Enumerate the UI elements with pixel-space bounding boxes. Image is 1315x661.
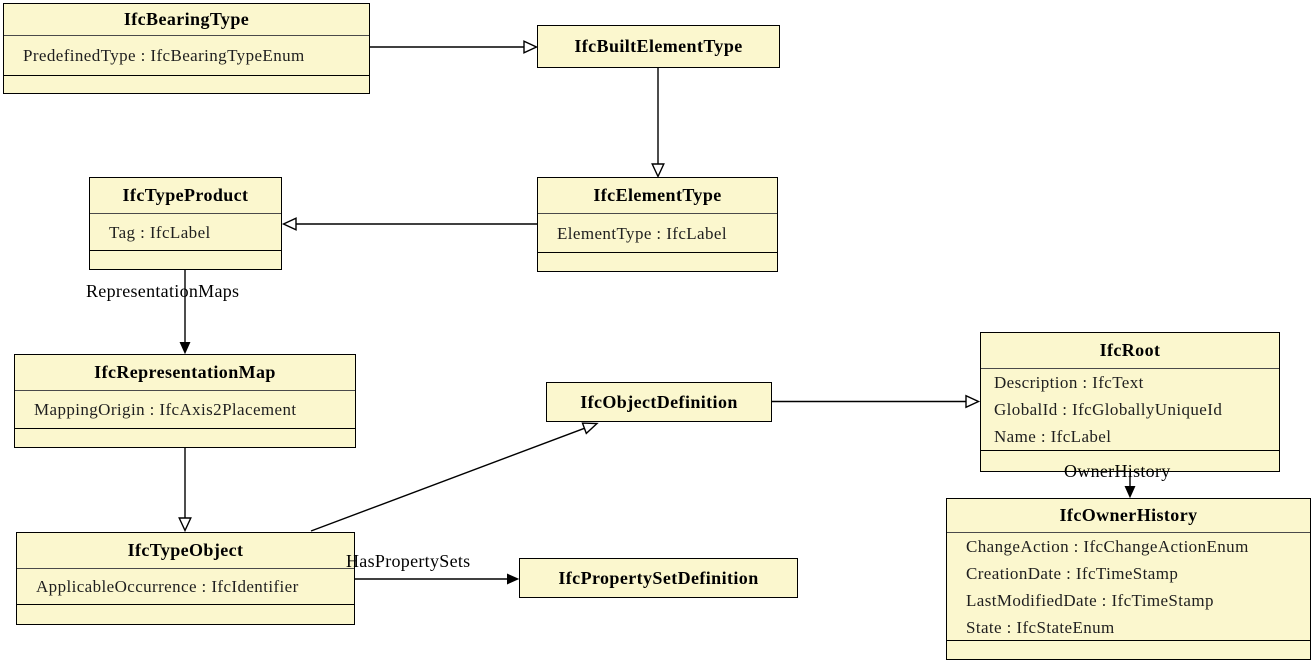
class-box-ifcpropertysetdefinition[interactable]: IfcPropertySetDefinition: [519, 558, 798, 598]
attribute: Name : IfcLabel: [994, 427, 1112, 446]
class-title: IfcPropertySetDefinition: [558, 567, 759, 588]
class-title: IfcRoot: [981, 333, 1279, 369]
class-attributes: ApplicableOccurrence : IfcIdentifier: [17, 569, 354, 605]
attribute: Description : IfcText: [994, 373, 1144, 392]
class-attributes: ElementType : IfcLabel: [538, 214, 777, 253]
attribute: MappingOrigin : IfcAxis2Placement: [34, 400, 297, 419]
filled-arrowhead-icon: [507, 573, 520, 585]
class-box-ifcroot[interactable]: IfcRoot Description : IfcText GlobalId :…: [980, 332, 1280, 472]
attribute: Tag : IfcLabel: [109, 222, 211, 242]
class-attributes: ChangeAction : IfcChangeActionEnum Creat…: [947, 533, 1310, 641]
class-box-ifcbuiltelementtype[interactable]: IfcBuiltElementType: [537, 25, 780, 68]
class-title: IfcBuiltElementType: [574, 36, 743, 56]
class-box-ifcobjectdefinition[interactable]: IfcObjectDefinition: [546, 382, 772, 422]
attribute: GlobalId : IfcGloballyUniqueId: [994, 400, 1223, 419]
class-box-ifcrepresentationmap[interactable]: IfcRepresentationMap MappingOrigin : Ifc…: [14, 354, 356, 448]
attribute: ApplicableOccurrence : IfcIdentifier: [36, 577, 299, 596]
class-box-ifcbearingtype[interactable]: IfcBearingType PredefinedType : IfcBeari…: [3, 3, 370, 94]
edge-label-ownerhistory: OwnerHistory: [1064, 461, 1171, 481]
class-box-ifcownerhistory[interactable]: IfcOwnerHistory ChangeAction : IfcChange…: [946, 498, 1311, 660]
filled-arrowhead-icon: [1124, 486, 1136, 499]
attribute: State : IfcStateEnum: [966, 617, 1115, 637]
class-title: IfcTypeObject: [17, 533, 354, 569]
class-box-ifcelementtype[interactable]: IfcElementType ElementType : IfcLabel: [537, 177, 778, 272]
class-title: IfcOwnerHistory: [947, 499, 1310, 533]
filled-arrowhead-icon: [179, 342, 191, 355]
class-attributes: Description : IfcText GlobalId : IfcGlob…: [981, 369, 1279, 451]
hollow-triangle-arrowhead-icon: [178, 517, 192, 533]
attribute: PredefinedType : IfcBearingTypeEnum: [23, 46, 305, 65]
class-title: IfcElementType: [538, 178, 777, 214]
attribute: ElementType : IfcLabel: [557, 223, 727, 243]
class-box-ifctypeobject[interactable]: IfcTypeObject ApplicableOccurrence : Ifc…: [16, 532, 355, 625]
edge-label-representationmaps: RepresentationMaps: [86, 281, 240, 301]
class-title: IfcRepresentationMap: [15, 355, 355, 391]
hollow-triangle-arrowhead-icon: [523, 40, 539, 54]
class-title: IfcTypeProduct: [90, 178, 281, 214]
hollow-triangle-arrowhead-icon: [651, 163, 665, 179]
class-attributes: Tag : IfcLabel: [90, 214, 281, 251]
attribute: LastModifiedDate : IfcTimeStamp: [966, 590, 1214, 610]
edge-label-haspropertysets: HasPropertySets: [346, 551, 471, 571]
hollow-triangle-arrowhead-icon: [581, 422, 599, 435]
attribute: CreationDate : IfcTimeStamp: [966, 563, 1179, 583]
class-title: IfcObjectDefinition: [580, 391, 738, 412]
class-box-ifctypeproduct[interactable]: IfcTypeProduct Tag : IfcLabel: [89, 177, 282, 270]
class-attributes: MappingOrigin : IfcAxis2Placement: [15, 391, 355, 429]
hollow-triangle-arrowhead-icon: [965, 394, 981, 409]
attribute: ChangeAction : IfcChangeActionEnum: [966, 536, 1249, 556]
hollow-triangle-arrowhead-icon: [281, 217, 297, 231]
class-title: IfcBearingType: [4, 4, 369, 36]
class-attributes: PredefinedType : IfcBearingTypeEnum: [4, 36, 369, 76]
